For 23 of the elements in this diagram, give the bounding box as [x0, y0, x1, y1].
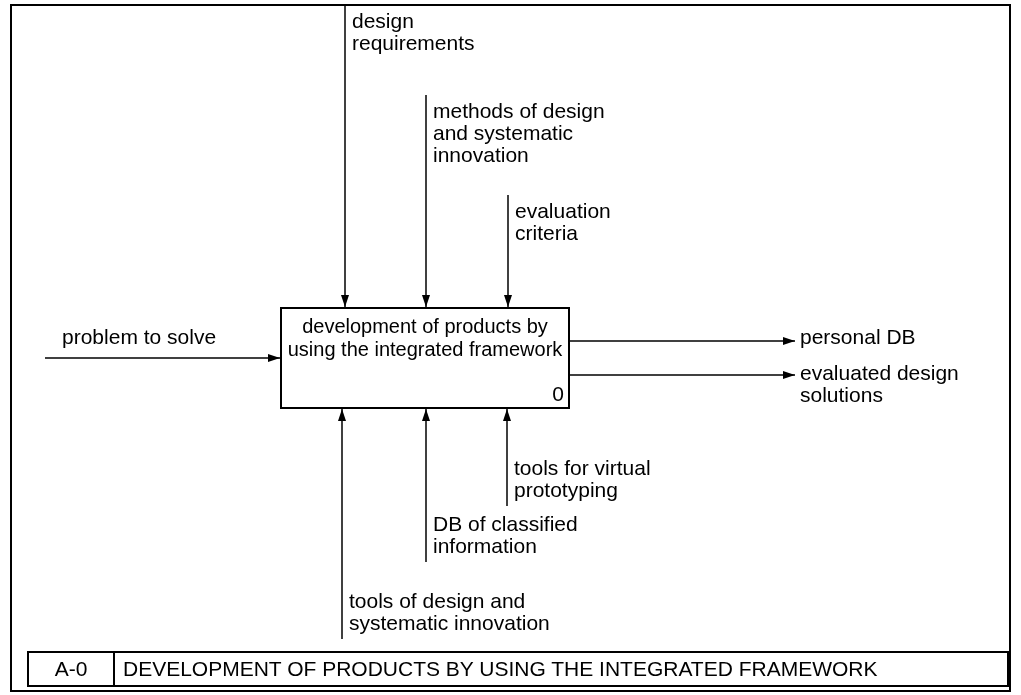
- activity-label: development of products by using the integrated framework: [286, 315, 564, 361]
- arrow-label: design requirements: [352, 10, 476, 54]
- arrow-label: methods of design and systematic innovation: [433, 100, 606, 166]
- arrow: [422, 408, 430, 563]
- arrow-label: tools for virtual prototyping: [514, 457, 652, 501]
- arrow: [569, 371, 796, 379]
- arrow: [504, 194, 512, 308]
- arrow-label: DB of classified information: [433, 513, 579, 557]
- arrow-label: evaluated design solutions: [800, 362, 960, 406]
- arrow: [503, 408, 511, 507]
- arrow-label: evaluation criteria: [515, 200, 612, 244]
- arrow-label: tools of design and systematic innovation: [349, 590, 551, 634]
- activity-box: [280, 307, 570, 409]
- arrow: [338, 408, 346, 640]
- node-number: 0: [552, 382, 564, 406]
- diagram-title-cell-text: DEVELOPMENT OF PRODUCTS BY USING THE INTEGRATED FRAMEWORK: [122, 656, 879, 683]
- arrow-label: personal DB: [800, 326, 916, 348]
- arrow: [341, 4, 349, 308]
- arrow: [44, 354, 281, 362]
- arrow-label: problem to solve: [62, 326, 217, 348]
- arrow: [569, 337, 796, 345]
- arrow: [422, 94, 430, 308]
- node-number-cell: A-0: [29, 653, 115, 685]
